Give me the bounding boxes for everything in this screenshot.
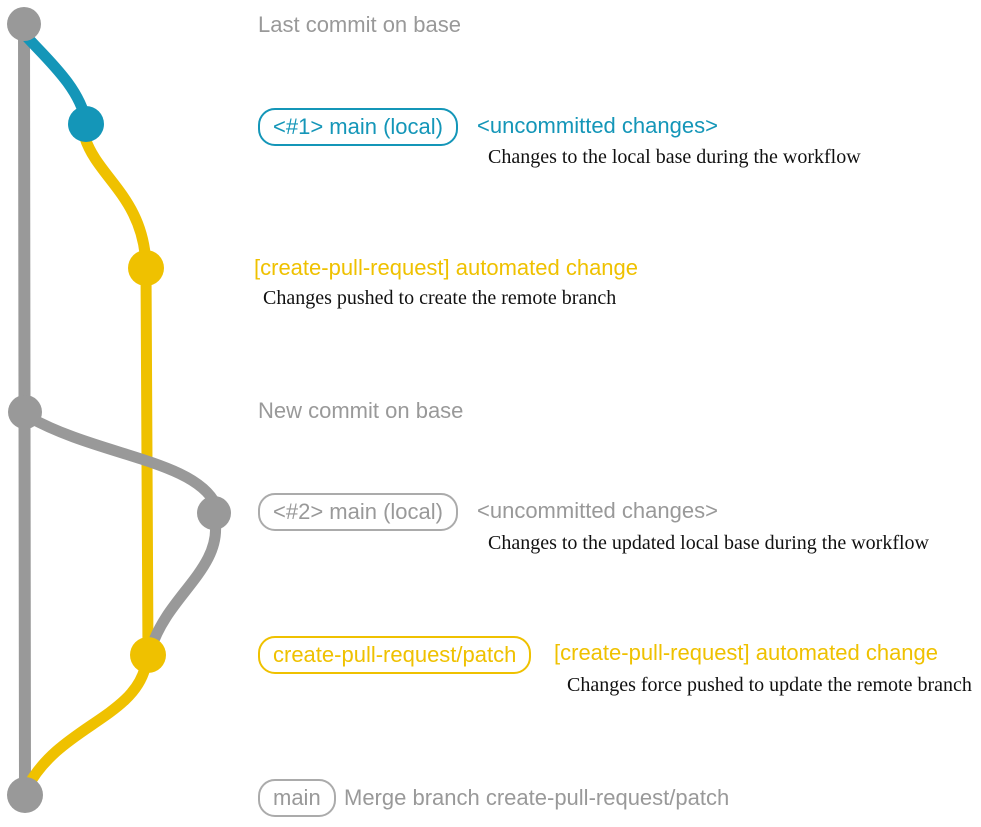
commit-node-local-2 [197, 496, 231, 530]
uncommitted-changes-2-desc: Changes to the updated local base during… [488, 532, 929, 554]
commit-node-patch-1 [128, 250, 164, 286]
uncommitted-changes-1-desc: Changes to the local base during the wor… [488, 146, 861, 168]
uncommitted-changes-2-heading: <uncommitted changes> [477, 498, 718, 523]
automated-change-1-desc: Changes pushed to create the remote bran… [263, 287, 617, 309]
branch-badge-main-local-2: <#2> main (local) [258, 493, 458, 531]
commit-node-new-base [8, 395, 42, 429]
commit-node-local-1 [68, 106, 104, 142]
commit-node-merge [7, 777, 43, 813]
automated-change-1-heading: [create-pull-request] automated change [254, 255, 639, 280]
git-graph [7, 7, 231, 813]
last-commit-label: Last commit on base [258, 12, 461, 37]
new-commit-label: New commit on base [258, 398, 464, 423]
local-changes-2-curve-in [146, 515, 222, 652]
patch-branch-curve-top [79, 132, 152, 272]
commit-node-patch-2 [130, 637, 166, 673]
branch-badge-main: main [258, 779, 336, 817]
merge-commit-label: Merge branch create-pull-request/patch [344, 785, 730, 810]
uncommitted-changes-1-heading: <uncommitted changes> [477, 113, 718, 138]
branch-badge-main-local-1: <#1> main (local) [258, 108, 458, 146]
commit-node-last-base [7, 7, 41, 41]
patch-merge-curve [21, 662, 151, 794]
automated-change-2-heading: [create-pull-request] automated change [554, 640, 939, 665]
branch-badge-patch: create-pull-request/patch [258, 636, 532, 674]
local-changes-2-curve-out [23, 411, 222, 511]
automated-change-2-desc: Changes force pushed to update the remot… [567, 674, 972, 696]
